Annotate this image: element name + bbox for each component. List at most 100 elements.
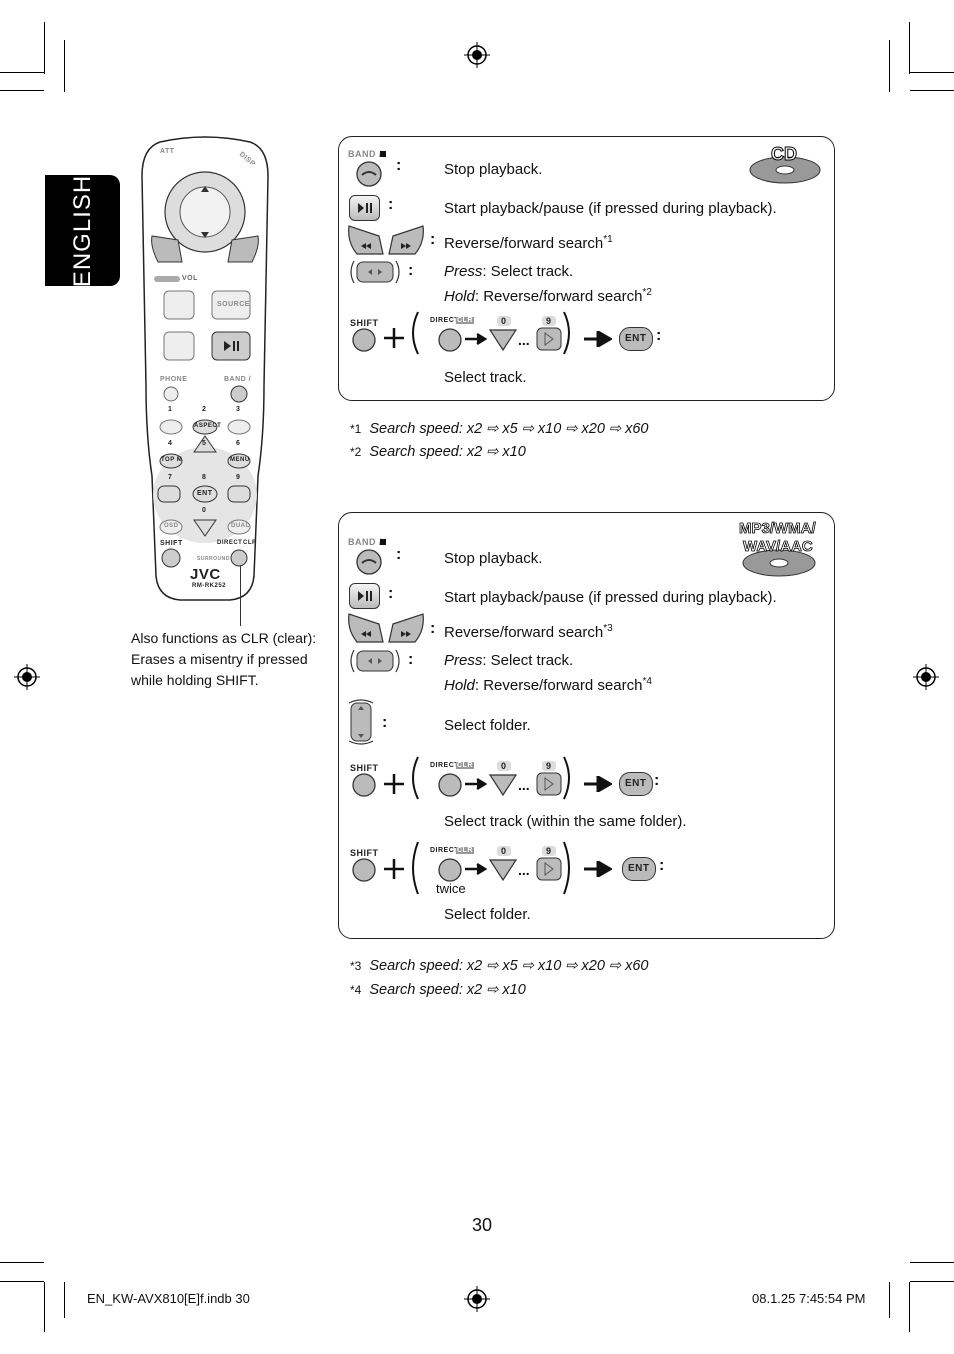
bold-arrow-right-icon: [584, 776, 612, 792]
band-label: BAND /: [348, 537, 382, 547]
band-button-icon: [356, 549, 382, 575]
page-number: 30: [472, 1215, 493, 1235]
shift-button-icon: [352, 858, 376, 882]
row-colon: :: [430, 231, 436, 248]
zero-label: 0: [497, 316, 511, 326]
remote-num-1: 1: [168, 406, 173, 413]
footnote-mark: *1: [603, 234, 613, 245]
ent-label: ENT: [628, 863, 650, 874]
down-key-icon: [488, 774, 518, 797]
crop-mark: [64, 40, 65, 92]
remote-source-label: SOURCE: [217, 301, 250, 308]
remote-dual-label: DUAL: [231, 523, 250, 529]
cd-press-text: Press: Select track.: [444, 263, 573, 280]
remote-num-9: 9: [236, 474, 241, 481]
remote-phone-label: PHONE: [160, 376, 188, 383]
mp3-play-text: Start playback/pause (if pressed during …: [444, 589, 777, 606]
row-colon: :: [382, 714, 388, 731]
ent-key-icon: [619, 327, 653, 351]
mp3-select-folder-2-text: Select folder.: [444, 906, 531, 923]
cd-panel: [338, 136, 835, 401]
bold-arrow-right-icon: [584, 861, 612, 877]
down-key-icon: [488, 329, 518, 352]
footnote-text: Search speed: x2 ⇨ x5 ⇨ x10 ⇨ x20 ⇨ x60: [369, 958, 649, 974]
ent-label: ENT: [625, 778, 647, 789]
caption-line: Erases a misentry if pressed: [131, 651, 308, 667]
remote-num-2: 2: [202, 406, 207, 413]
remote-num-4: 4: [168, 440, 173, 447]
remote-direct-label: DIRECT: [217, 540, 243, 546]
remote-menu-label: MENU: [230, 457, 250, 463]
zero-label: 0: [497, 761, 511, 771]
cd-revfwd-text: Reverse/forward search*1: [444, 234, 613, 252]
band-stop-mark: [380, 151, 386, 157]
crop-mark: [0, 72, 44, 73]
crop-mark: [910, 1281, 954, 1282]
remote-ent-label: ENT: [197, 490, 213, 497]
bracket-close-icon: [563, 841, 570, 895]
plus-icon: [384, 859, 404, 879]
arrow-right-icon: [465, 862, 488, 876]
crop-mark: [0, 90, 44, 91]
remote-body-icon: [141, 136, 269, 601]
ellipsis-icon: ...: [518, 332, 530, 348]
shift-button-icon: [352, 773, 376, 797]
right-key-icon: [536, 327, 562, 351]
footnote-mark: *4: [350, 983, 362, 997]
footnote-mark: *2: [350, 445, 362, 459]
caption-line: while holding SHIFT.: [131, 672, 259, 688]
remote-num-5: 5: [202, 440, 207, 447]
crop-mark: [909, 22, 910, 74]
clr-label: CLR: [456, 847, 474, 854]
caption-line: Also functions as CLR (clear):: [131, 630, 317, 646]
registration-mark-icon: [913, 664, 939, 690]
registration-mark-icon: [464, 42, 490, 68]
mp3-stop-text: Stop playback.: [444, 550, 543, 567]
row-colon: :: [656, 327, 662, 344]
mp3-note-3: *3 Search speed: x2 ⇨ x5 ⇨ x10 ⇨ x20 ⇨ x6…: [350, 958, 648, 974]
footnote-mark: *1: [350, 422, 362, 436]
joystick-horizontal-icon: [350, 649, 400, 673]
footnote-mark: *2: [642, 287, 652, 298]
footnote-mark: *3: [350, 959, 362, 973]
right-key-icon: [536, 772, 562, 796]
mp3-revfwd-text: Reverse/forward search*3: [444, 623, 613, 641]
ellipsis-icon: ...: [518, 862, 530, 878]
revfwd-label: Reverse/forward search: [444, 624, 604, 641]
row-colon: :: [388, 585, 394, 602]
remote-topm-label: TOP M: [161, 457, 183, 463]
remote-num-7: 7: [168, 474, 173, 481]
footnote-mark: *3: [603, 623, 613, 634]
mp3-hold-text: Hold: Reverse/forward search*4: [444, 676, 652, 694]
mp3-select-track-folder-text: Select track (within the same folder).: [444, 813, 687, 830]
footer-timestamp: 08.1.25 7:45:54 PM: [752, 1291, 866, 1306]
play-pause-key-icon: [349, 195, 380, 221]
bracket-open-icon: [412, 841, 419, 895]
shift-label: SHIFT: [350, 848, 379, 858]
nine-label: 9: [542, 316, 556, 326]
revfwd-label: Reverse/forward search: [444, 235, 604, 252]
down-key-icon: [488, 859, 518, 882]
crop-mark: [0, 1262, 44, 1263]
mp3-disc-icon: [742, 549, 816, 577]
hold-description: : Reverse/forward search: [474, 288, 643, 305]
row-colon: :: [654, 772, 660, 789]
arrow-right-icon: [465, 332, 488, 346]
remote-control: ATT DISP VOL SOURCE PHONE BAND / 1 2 3 A…: [140, 136, 270, 606]
plus-icon: [384, 328, 404, 348]
bracket-open-icon: [412, 756, 419, 800]
crop-mark: [910, 1262, 954, 1263]
ellipsis-icon: ...: [518, 777, 530, 793]
press-label: Press: [444, 652, 483, 669]
mp3-select-folder-text: Select folder.: [444, 717, 531, 734]
ent-key-icon: [622, 857, 656, 881]
joystick-vertical-icon: [348, 699, 374, 745]
crop-mark: [909, 1282, 910, 1332]
remote-num-6: 6: [236, 440, 241, 447]
cd-stop-text: Stop playback.: [444, 161, 543, 178]
shift-label: SHIFT: [350, 318, 379, 328]
remote-num-8: 8: [202, 474, 207, 481]
remote-att-label: ATT: [160, 148, 175, 155]
remote-shift-label: SHIFT: [160, 540, 183, 547]
